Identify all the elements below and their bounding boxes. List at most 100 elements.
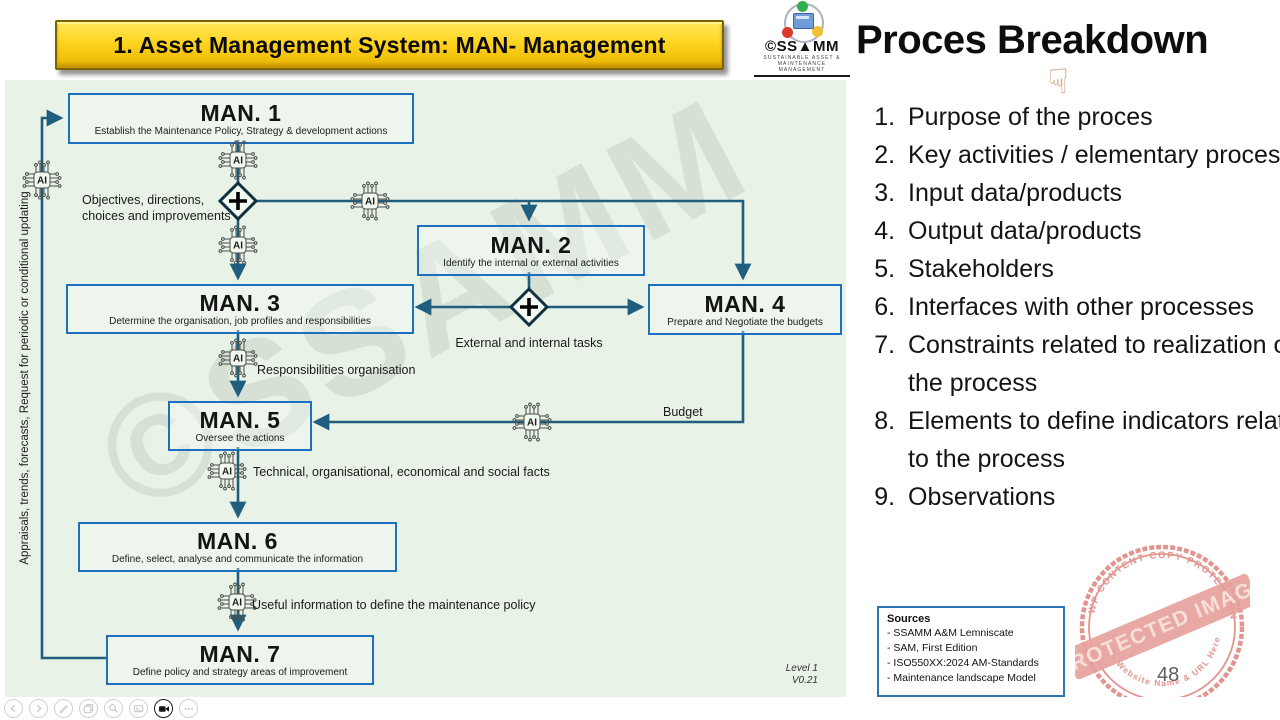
list-item: Input data/products — [902, 174, 1280, 212]
level-version-tag: Level 1 V0.21 — [753, 663, 818, 687]
label-useful-information: Useful information to define the mainten… — [252, 598, 536, 612]
more-options-button[interactable] — [179, 699, 198, 718]
sources-item: - SSAMM A&M Lemniscate — [887, 627, 1014, 639]
side-feedback-label: Appraisals, trends, forecasts, Request f… — [19, 191, 31, 565]
ai-chip-icon: AI — [216, 223, 260, 267]
svg-text:AI: AI — [222, 467, 232, 478]
zoom-icon — [109, 704, 118, 713]
process-diagram: ©SSAMM — [5, 66, 846, 697]
next-icon — [36, 704, 42, 713]
man3-box: MAN. 3 Determine the organisation, job p… — [66, 284, 414, 334]
presentation-toolbar — [0, 697, 1280, 720]
svg-text:AI: AI — [365, 197, 375, 208]
man1-box: MAN. 1 Establish the Maintenance Policy,… — [68, 93, 414, 144]
ai-chip-icon: AI — [216, 336, 260, 380]
svg-text:AI: AI — [37, 176, 47, 187]
man7-subtitle: Define policy and strategy areas of impr… — [132, 667, 348, 678]
list-item: Key activities / elementary processes — [902, 136, 1280, 174]
list-item: Interfaces with other processes — [902, 288, 1280, 326]
logo-green-dot-icon — [797, 1, 808, 12]
ai-chip-icon: AI — [216, 138, 260, 182]
man2-title: MAN. 2 — [490, 231, 572, 258]
man7-title: MAN. 7 — [199, 641, 281, 667]
sources-item: - ISO550XX:2024 AM-Standards — [887, 657, 1039, 669]
svg-text:AI: AI — [527, 418, 537, 429]
sources-item: - SAM, First Edition — [887, 642, 978, 654]
sources-box: Sources - SSAMM A&M Lemniscate - SAM, Fi… — [877, 606, 1065, 697]
camera-icon — [158, 705, 169, 712]
list-item: Stakeholders — [902, 250, 1280, 288]
previous-icon — [10, 704, 16, 713]
man6-box: MAN. 6 Define, select, analyse and commu… — [78, 522, 397, 572]
slides-icon — [83, 704, 94, 714]
sources-item: - Maintenance landscape Model — [887, 672, 1036, 684]
junction-plus-2 — [508, 286, 550, 328]
label-external-tasks: External and internal tasks — [455, 336, 603, 350]
version-label: V0.21 — [791, 675, 818, 686]
svg-text:AI: AI — [233, 354, 243, 365]
ai-chip-icon: AI — [215, 580, 259, 624]
label-objectives: Objectives, directions, choices and impr… — [82, 193, 231, 223]
man3-title: MAN. 3 — [199, 290, 281, 316]
list-item: Output data/products — [902, 212, 1280, 250]
man1-title: MAN. 1 — [200, 99, 282, 126]
pointing-down-hand-icon: ☟ — [1048, 63, 1069, 101]
svg-text:AI: AI — [233, 156, 243, 167]
man4-box: MAN. 4 Prepare and Negotiate the budgets — [648, 284, 842, 335]
page-number: 48 — [1157, 664, 1180, 686]
sources-title: Sources — [887, 613, 931, 625]
svg-text:AI: AI — [232, 598, 242, 609]
man6-subtitle: Define, select, analyse and communicate … — [111, 554, 364, 565]
ai-chip-icon: AI — [205, 449, 249, 493]
label-responsibilities: Responsibilities organisation — [257, 363, 416, 377]
logo-red-dot-icon — [782, 27, 793, 38]
man5-box: MAN. 5 Oversee the actions — [168, 401, 312, 451]
list-item: Elements to define indicators related to… — [902, 402, 1280, 478]
connector-man4-budget-to-man5 — [312, 331, 745, 431]
man3-subtitle: Determine the organisation, job profiles… — [109, 316, 371, 327]
logo-caption-line1: SUSTAINABLE ASSET & — [763, 55, 841, 61]
next-slide-button[interactable] — [29, 699, 48, 718]
man1-subtitle: Establish the Maintenance Policy, Strate… — [94, 125, 388, 137]
level-label: Level 1 — [785, 663, 818, 674]
man4-title: MAN. 4 — [704, 290, 786, 317]
breakdown-list: Purpose of the proces Key activities / e… — [858, 98, 1280, 516]
man4-subtitle: Prepare and Negotiate the budgets — [667, 316, 823, 328]
logo-caption-line2: MAINTENANCE MANAGEMENT — [777, 61, 827, 73]
list-item: Observations — [902, 478, 1280, 516]
man2-box: MAN. 2 Identify the internal or external… — [417, 225, 645, 276]
slide-title-banner: 1. Asset Management System: MAN- Managem… — [55, 20, 724, 70]
connector-feedback-man7-to-man1 — [40, 109, 106, 660]
list-item: Purpose of the proces — [902, 98, 1280, 136]
logo-caption: SUSTAINABLE ASSET & MAINTENANCE MANAGEME… — [754, 55, 850, 77]
ai-chip-icon: AI — [510, 400, 554, 444]
man5-title: MAN. 5 — [199, 407, 281, 433]
captions-icon — [133, 705, 144, 713]
zoom-button[interactable] — [104, 699, 123, 718]
label-budget: Budget — [663, 405, 703, 419]
man2-subtitle: Identify the internal or external activi… — [443, 257, 619, 269]
previous-slide-button[interactable] — [4, 699, 23, 718]
slide-title: 1. Asset Management System: MAN- Managem… — [113, 31, 666, 58]
man6-title: MAN. 6 — [197, 528, 278, 554]
logo-screen-icon — [793, 13, 814, 29]
list-item: Constraints related to realization of th… — [902, 326, 1280, 402]
ai-chip-icon: AI — [20, 158, 64, 202]
logo-brand: ©SS▲MM — [765, 38, 839, 55]
label-technical-facts: Technical, organisational, economical an… — [253, 465, 550, 479]
camera-button[interactable] — [154, 699, 173, 718]
connector-junction-to-man4 — [256, 199, 752, 281]
man5-subtitle: Oversee the actions — [195, 433, 285, 444]
logo-yellow-dot-icon — [812, 26, 823, 37]
all-slides-button[interactable] — [79, 699, 98, 718]
svg-text:AI: AI — [233, 241, 243, 252]
pen-icon — [59, 705, 68, 714]
junction-plus-1 — [217, 180, 259, 222]
ai-chip-icon: AI — [348, 179, 392, 223]
more-icon — [184, 707, 193, 710]
ssamm-logo: ©SS▲MM SUSTAINABLE ASSET & MAINTENANCE M… — [752, 1, 852, 77]
captions-button[interactable] — [129, 699, 148, 718]
pen-button[interactable] — [54, 699, 73, 718]
page-title: Proces Breakdown — [856, 18, 1209, 62]
man7-box: MAN. 7 Define policy and strategy areas … — [106, 635, 374, 685]
